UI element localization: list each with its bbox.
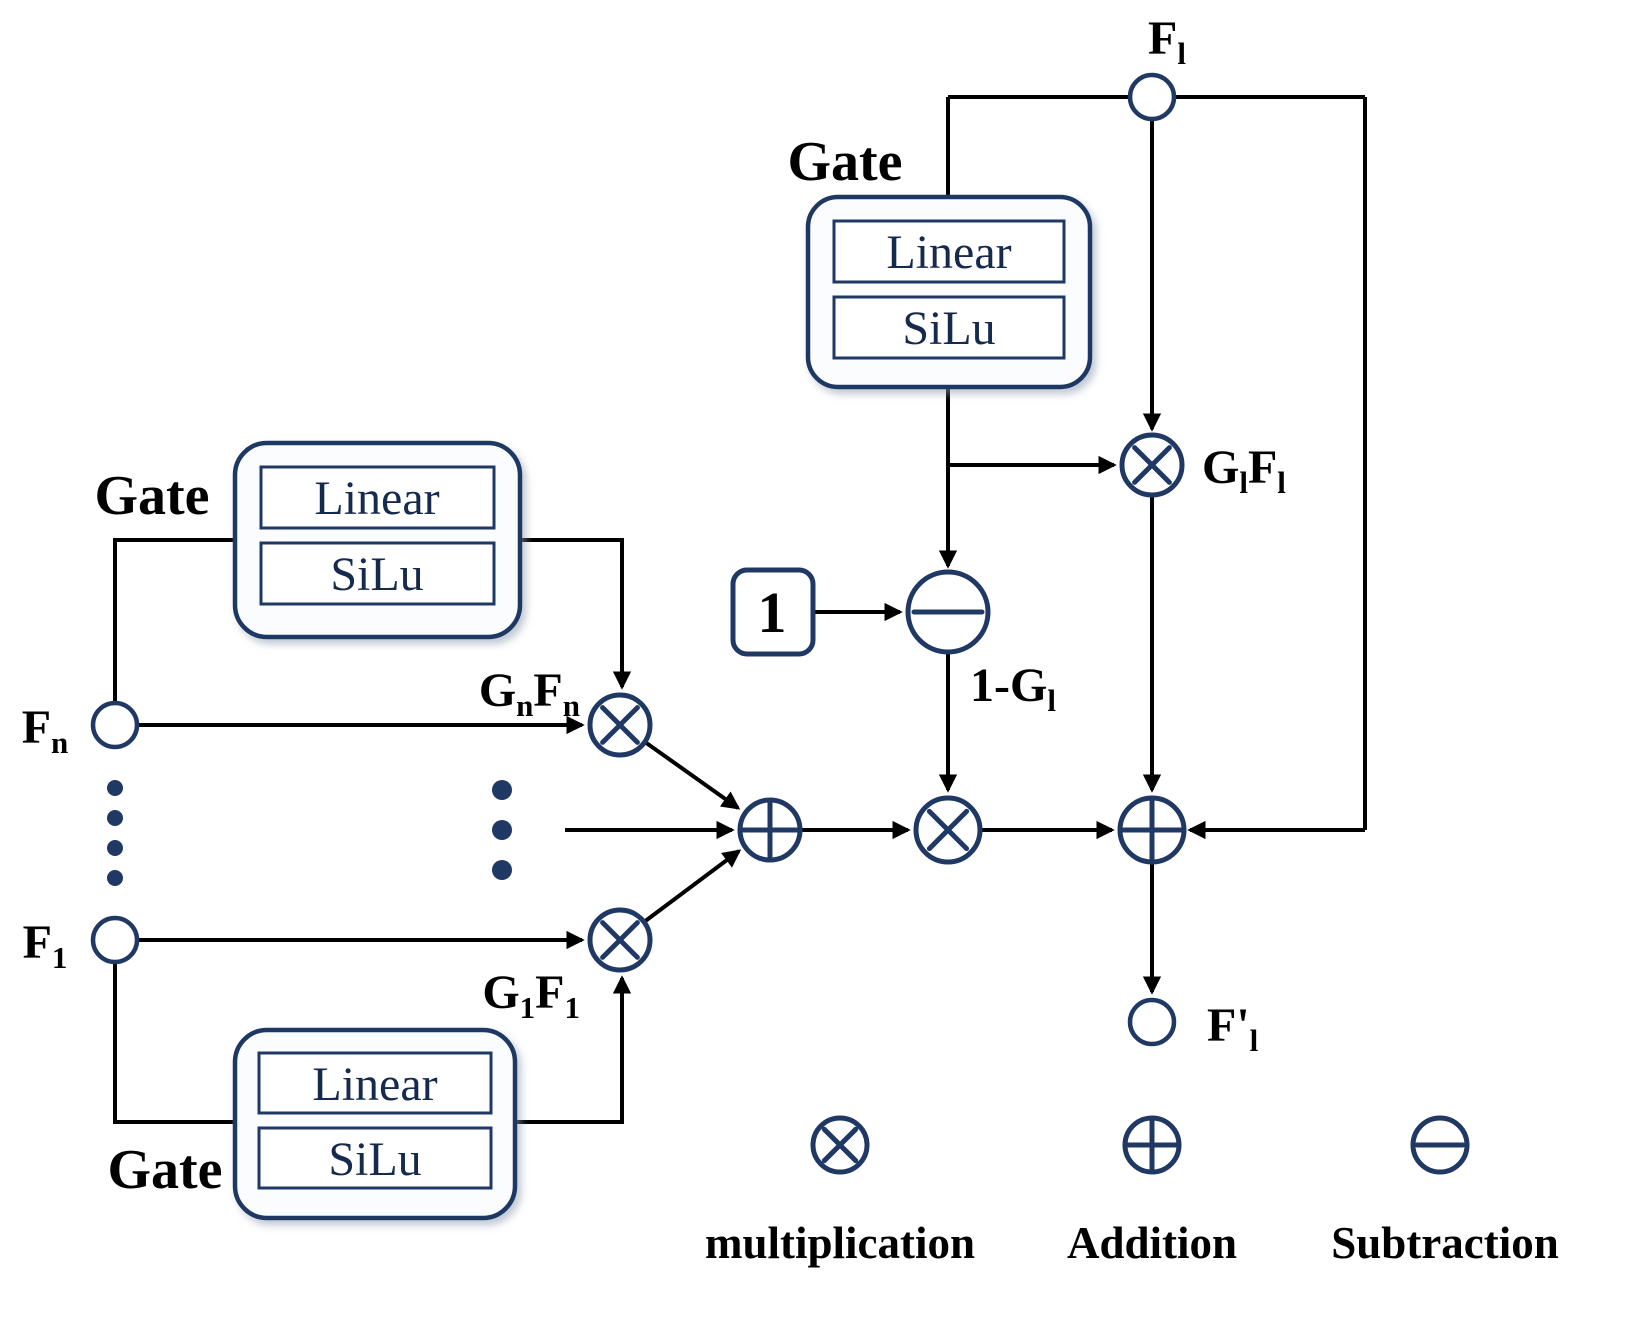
addition-icon [1119,797,1185,863]
addition-icon [739,799,801,861]
dot [492,860,512,880]
dot [492,820,512,840]
addition-node-final [1117,795,1187,865]
fn-label: Fn [22,701,69,760]
top-gate-silu-box [832,295,1066,360]
multiply-node-glfl [1119,432,1185,498]
legend-multiplication-label: multiplication [705,1218,975,1268]
dot [107,780,123,796]
top-gate-silu-label: SiLu [902,302,995,355]
multiply-icon [600,920,640,960]
legend-addition-label: Addition [1067,1218,1237,1268]
fn-input-port [90,700,140,750]
f-prime-l-label: F'l [1207,999,1259,1058]
legend-addition-symbol [1122,1115,1182,1175]
fl-label: Fl [1148,12,1186,71]
one-minus-gl-label: 1-Gl [970,659,1056,718]
legend-subtraction-symbol [1410,1115,1470,1175]
gnfn-label: GnFn [479,664,580,723]
left-bottom-gate-silu-label: SiLu [328,1133,421,1186]
left-top-gate-silu-box [259,541,496,606]
multiply-icon [821,1126,859,1164]
f1-input-port [90,915,140,965]
top-gate-block: Linear SiLu Gate [787,131,1093,390]
legend-subtraction-label: Subtraction [1331,1218,1559,1268]
multiply-icon [600,705,640,745]
f1-label: F1 [23,916,68,975]
left-top-gate-title: Gate [94,465,209,527]
addition-icon [1124,1117,1180,1173]
legend-multiply-symbol [810,1115,870,1175]
dot [107,840,123,856]
legend: multiplication Addition Subtraction [705,1115,1559,1268]
top-gate-title: Gate [787,131,902,193]
multiply-node-gnfn [587,692,653,758]
edge-left-top-gate-to-multiply [520,538,632,690]
dot [107,810,123,826]
multiply-icon [1132,445,1172,485]
g1f1-label: G1F1 [482,966,580,1025]
multiply-node-g1f1 [587,907,653,973]
one-box [730,567,816,657]
multiply-icon [926,808,970,852]
ellipsis-dots-left [107,780,123,886]
edge-left-bottom-gate-to-multiply [515,975,632,1124]
glfl-label: GlFl [1202,441,1286,500]
subtraction-node [905,569,991,655]
left-top-gate-block: Linear SiLu Gate [94,440,523,640]
dot [492,780,512,800]
left-bottom-gate-block: Linear SiLu Gate [107,1027,518,1221]
ellipsis-dots-middle [492,780,512,880]
top-gate-linear-label: Linear [886,226,1011,279]
left-bottom-gate-title: Gate [107,1139,222,1201]
edge-f1-into-left-bottom-gate [113,962,235,1124]
left-bottom-gate-silu-box [257,1126,493,1190]
left-bottom-gate-linear-label: Linear [312,1058,437,1111]
one-label: 1 [758,580,787,645]
left-top-gate-silu-label: SiLu [330,548,423,601]
left-top-gate-linear-label: Linear [314,472,439,525]
addition-node-sum [737,797,803,863]
multiply-node-middle [913,795,983,865]
edge-fn-into-left-top-gate [113,538,235,703]
fl-input-port [1127,72,1177,122]
dot [107,870,123,886]
left-top-gate-linear-box [259,465,496,530]
output-port [1127,997,1177,1047]
constant-one-block: 1 [730,567,816,657]
left-bottom-gate-linear-box [257,1051,493,1115]
top-gate-linear-box [832,219,1066,284]
edge-gnfn-to-sum [643,740,741,810]
edge-g1f1-to-sum [642,849,742,924]
